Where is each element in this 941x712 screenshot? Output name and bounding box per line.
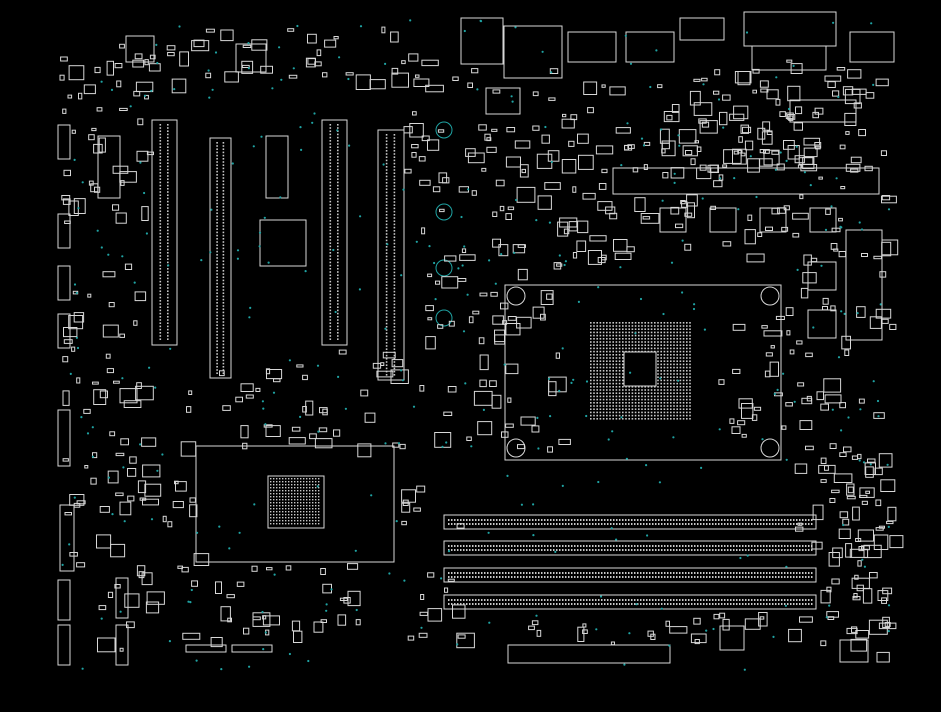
smd-components	[59, 26, 904, 663]
dimm-slots	[159, 124, 817, 610]
bottom-headers	[185, 625, 869, 664]
rear-io-connectors	[460, 11, 895, 123]
chipset-area	[195, 445, 395, 563]
cpu-socket	[270, 284, 782, 525]
capacitors	[435, 121, 453, 327]
pcie-slots	[151, 119, 405, 381]
left-headers	[57, 124, 129, 666]
vias	[61, 19, 891, 671]
ic-chips	[97, 35, 307, 267]
